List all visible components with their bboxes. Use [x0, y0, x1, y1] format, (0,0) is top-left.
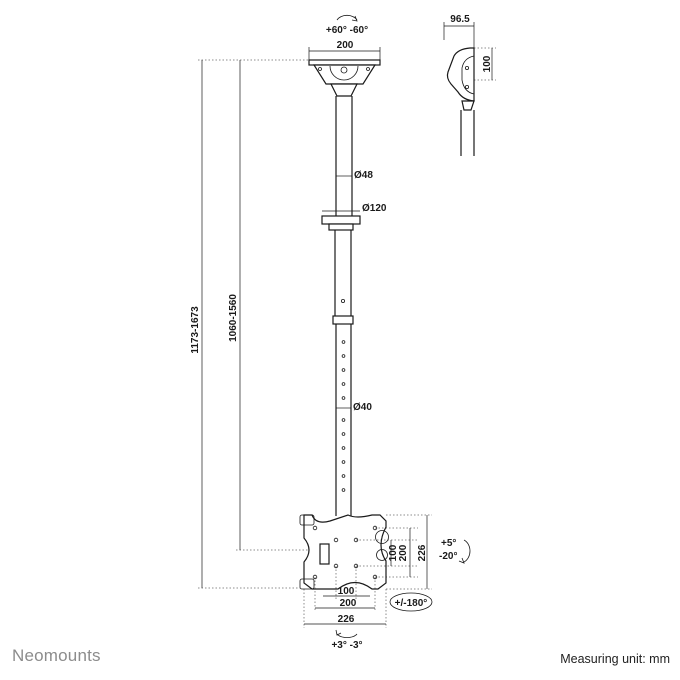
label-collar-diameter: Ø120: [362, 203, 387, 214]
dim-line-plate-height: [386, 514, 432, 590]
label-plate-height: 226: [417, 544, 428, 561]
label-side-height: 100: [482, 55, 493, 72]
label-upper-diameter: Ø48: [354, 170, 373, 181]
label-vesa-v-small: 100: [388, 544, 399, 561]
label-vesa-v-large: 200: [398, 544, 409, 561]
collar: [321, 210, 361, 231]
label-plate-width: 200: [337, 40, 354, 51]
measuring-unit: Measuring unit: mm: [560, 652, 670, 666]
lower-pole: [335, 324, 352, 516]
rotation-ellipse: [389, 592, 433, 612]
label-tilt-side-down: -20°: [439, 551, 457, 562]
label-total-height: 1173-1673: [190, 306, 201, 354]
dim-line-vesa-h-large: [314, 577, 376, 612]
label-rotation: +/-180°: [395, 598, 428, 609]
ceiling-plate: [308, 59, 381, 97]
label-pole-height: 1060-1560: [228, 294, 239, 342]
middle-pole: [332, 230, 354, 325]
vesa-plate: [299, 514, 389, 590]
upper-pole: [335, 96, 353, 216]
label-lower-diameter: Ø40: [353, 402, 372, 413]
label-plate-width-bottom: 226: [338, 614, 355, 625]
label-tilt-side-up: +5°: [441, 538, 456, 549]
swivel-bottom-arrow: [335, 629, 358, 638]
side-view: [443, 22, 496, 156]
tilt-side-arrow: [458, 539, 471, 564]
label-vesa-h-small: 100: [338, 586, 355, 597]
label-vesa-h-large: 200: [340, 598, 357, 609]
label-side-width: 96.5: [450, 14, 470, 25]
label-tilt-top: +60° -60°: [326, 25, 368, 36]
dim-line-vesa-v-large: [375, 527, 418, 578]
dim-line-vesa-v-small: [356, 539, 418, 567]
top-rotation-arrow: [336, 14, 358, 22]
brand-logo: Neomounts: [12, 646, 101, 665]
dim-line-pole-height: [236, 60, 320, 551]
dim-line-total-height: [198, 59, 309, 589]
dim-line-plate-width-bottom: [303, 589, 387, 628]
dim-line-vesa-h-small: [323, 566, 370, 600]
label-swivel-bottom: +3° -3°: [331, 640, 362, 651]
